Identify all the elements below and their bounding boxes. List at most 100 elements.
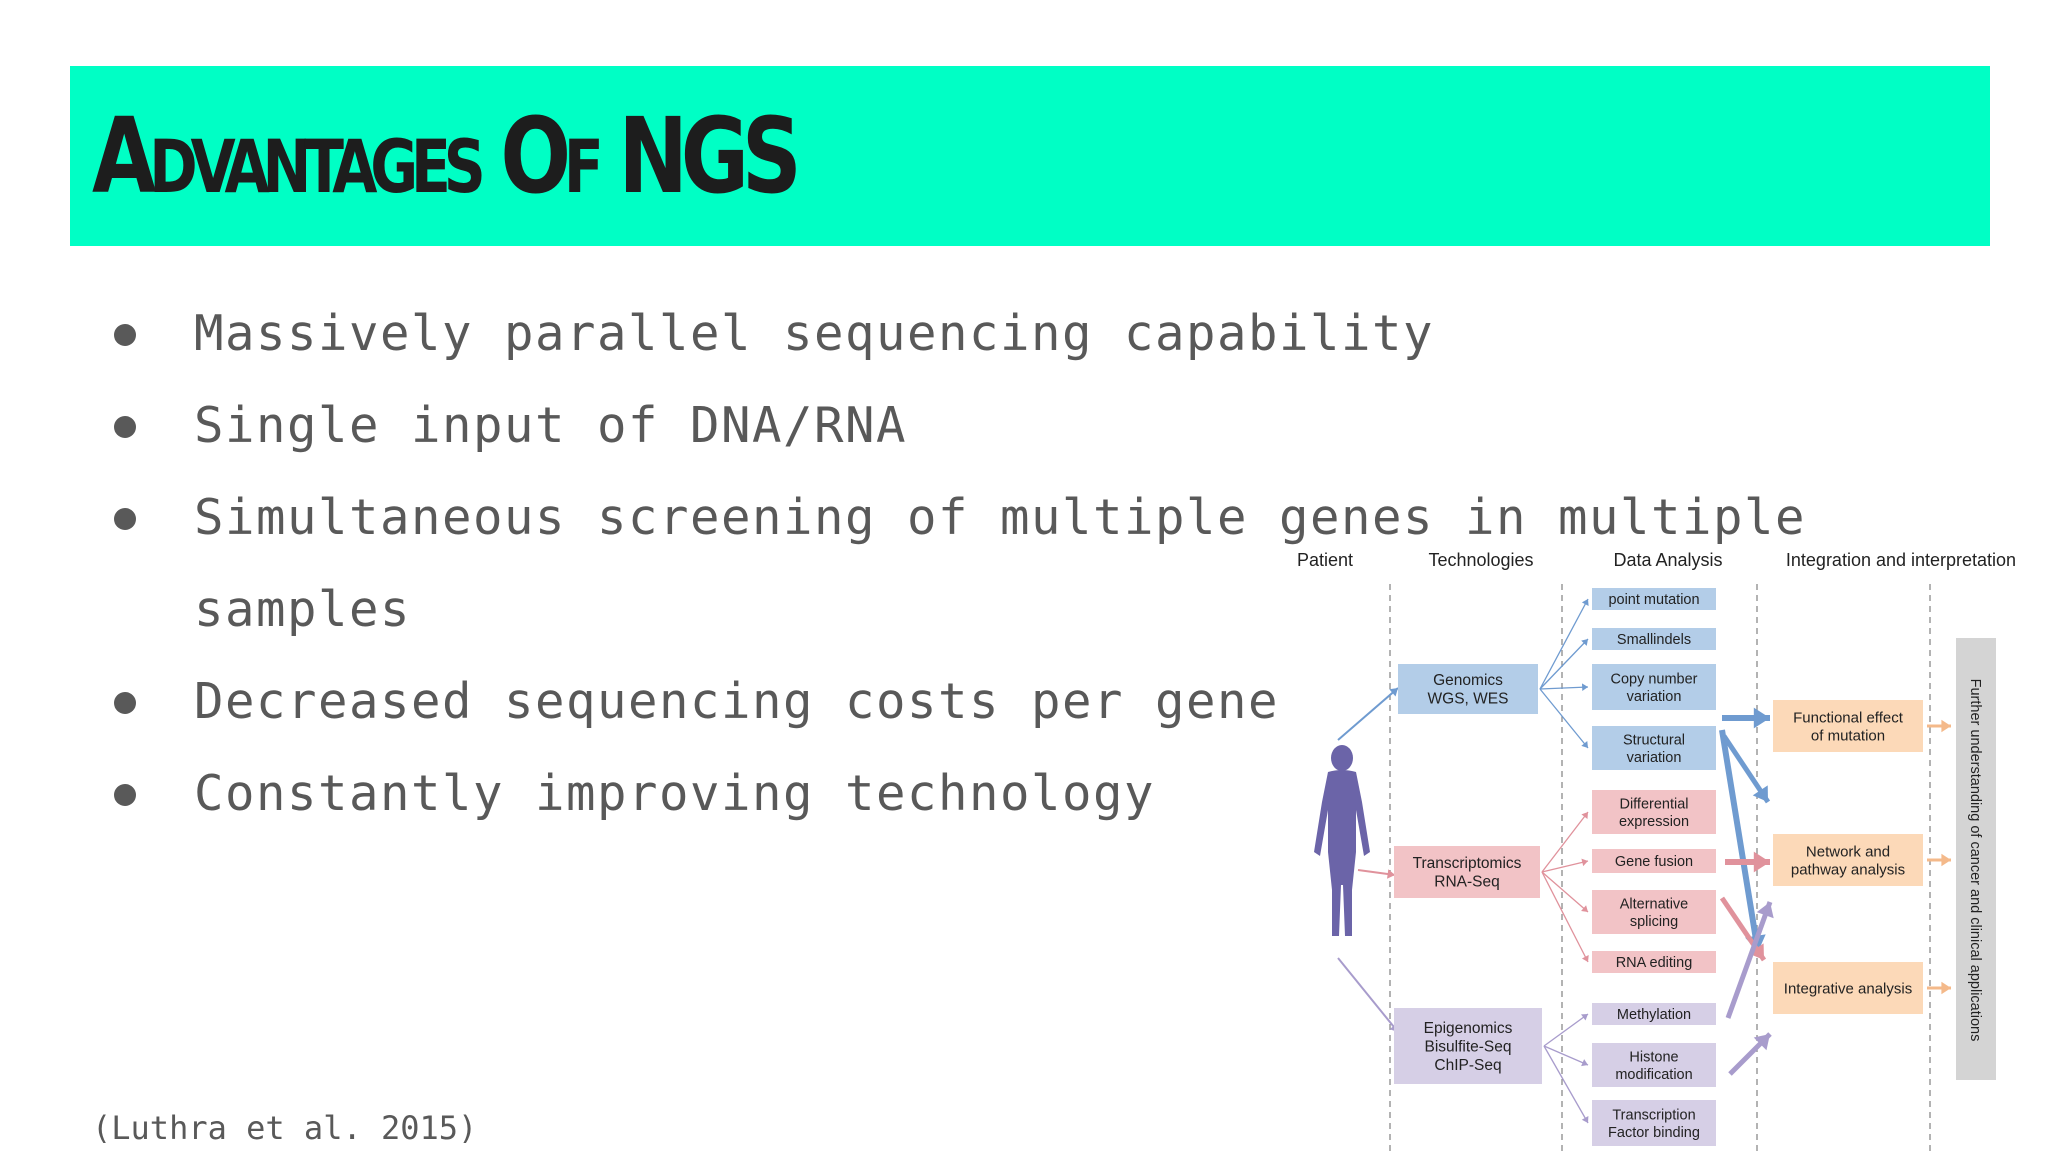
column-header: Patient — [1297, 550, 1353, 570]
analysis-box — [1592, 790, 1716, 834]
tech-to-analysis-arrow — [1541, 871, 1589, 913]
bullet-text: Constantly improving technology — [194, 765, 1156, 822]
tech-to-analysis-arrow-head — [1581, 858, 1588, 867]
tech-to-analysis-arrow — [1539, 638, 1589, 690]
integration-label-line: pathway analysis — [1791, 861, 1905, 878]
column-header: Technologies — [1428, 550, 1533, 570]
analysis-to-integration-arrow-head — [1753, 1034, 1770, 1051]
analysis-to-integration-arrow-head — [1752, 785, 1768, 802]
analysis-to-integration-arrow — [1725, 901, 1773, 1019]
analysis-label-line: Alternative — [1620, 896, 1689, 912]
slide-title: Advantages Of NGS — [92, 95, 802, 217]
analysis-to-integration-arrow — [1719, 729, 1761, 953]
analysis-box — [1592, 588, 1716, 610]
tech-to-analysis-arrow-head — [1581, 812, 1588, 819]
technology-box — [1398, 664, 1538, 714]
tech-to-analysis-arrow-head — [1581, 955, 1589, 962]
integration-label-line: Network and — [1806, 843, 1890, 860]
analysis-box — [1592, 1043, 1716, 1087]
bullet-item-continuation: samples — [110, 564, 1870, 656]
analysis-label-line: Factor binding — [1608, 1125, 1700, 1141]
analysis-box — [1592, 726, 1716, 770]
patient-to-genomics-arrow — [1337, 687, 1399, 741]
bullet-dot — [114, 692, 136, 714]
technology-label-line: ChIP-Seq — [1434, 1057, 1501, 1074]
analysis-to-integration-arrow-head — [1753, 707, 1770, 729]
tech-to-analysis-arrow — [1541, 860, 1589, 873]
bullet-dot — [114, 324, 136, 346]
analysis-label: RNA editing — [1616, 955, 1693, 971]
tech-to-analysis-arrow-head — [1581, 1059, 1588, 1067]
analysis-to-integration-arrow-head — [1753, 851, 1770, 873]
bullet-list: Massively parallel sequencing capability… — [110, 288, 1870, 840]
bullet-dot — [114, 416, 136, 438]
bullet-item: Massively parallel sequencing capability — [110, 288, 1870, 380]
integration-label-line: Integrative analysis — [1784, 980, 1912, 997]
analysis-box — [1592, 951, 1716, 973]
technology-label-line: WGS, WES — [1428, 691, 1509, 708]
outcome-bar — [1956, 638, 1996, 1080]
integration-label: Integrative analysis — [1784, 980, 1912, 997]
technology-label-line: Bisulfite-Seq — [1424, 1038, 1511, 1055]
citation: (Luthra et al. 2015) — [92, 1109, 478, 1147]
bullet-text: Simultaneous screening of multiple genes… — [194, 489, 1807, 546]
analysis-box — [1592, 890, 1716, 934]
tech-to-analysis-arrow-head — [1581, 905, 1588, 912]
analysis-box — [1592, 1100, 1716, 1146]
patient-head — [1331, 745, 1353, 771]
bullet-item: Decreased sequencing costs per gene — [110, 656, 1870, 748]
analysis-box — [1592, 628, 1716, 650]
bullet-item: Single input of DNA/RNA — [110, 380, 1870, 472]
tech-to-analysis-arrow — [1543, 1013, 1589, 1047]
tech-to-analysis-arrow-head — [1581, 1014, 1588, 1021]
tech-to-analysis-arrow — [1539, 688, 1589, 749]
bullet-item: Constantly improving technology — [110, 748, 1870, 840]
analysis-label-line: variation — [1627, 689, 1682, 705]
analysis-label: point mutation — [1608, 592, 1699, 608]
analysis-label: Gene fusion — [1615, 854, 1693, 870]
analysis-label-line: variation — [1627, 750, 1682, 766]
bullet-dot — [114, 784, 136, 806]
analysis-label-line: Smallindels — [1617, 632, 1691, 648]
analysis-label-line: Gene fusion — [1615, 854, 1693, 870]
technology-label-line: Epigenomics — [1424, 1020, 1513, 1037]
analysis-to-integration-arrow-head — [1756, 902, 1774, 919]
title-bar: Advantages Of NGS — [70, 66, 1990, 246]
outcome-label: Further understanding of cancer and clin… — [1967, 679, 1983, 1042]
patient-to-epigenomics-arrow — [1337, 957, 1399, 1033]
analysis-label-line: Structural — [1623, 732, 1685, 748]
integration-box — [1773, 700, 1923, 752]
tech-to-analysis-arrow-head — [1581, 639, 1588, 646]
tech-to-analysis-arrow-head — [1581, 683, 1588, 692]
analysis-label: Methylation — [1617, 1007, 1691, 1023]
analysis-label-line: Methylation — [1617, 1007, 1691, 1023]
patient-to-transcriptomics-arrow-head — [1387, 869, 1395, 879]
bullet-text: samples — [194, 581, 412, 638]
technology-label-line: RNA-Seq — [1434, 874, 1499, 891]
analysis-label: Smallindels — [1617, 632, 1691, 648]
analysis-box — [1592, 664, 1716, 710]
tech-to-analysis-arrow — [1543, 1045, 1589, 1066]
integration-to-outcome-arrow-head — [1941, 981, 1951, 995]
column-header: Integration and interpretation — [1786, 550, 2016, 570]
bullet-item: Simultaneous screening of multiple genes… — [110, 472, 1870, 564]
integration-to-outcome-arrow-head — [1941, 719, 1951, 733]
tech-to-analysis-arrow — [1541, 811, 1589, 873]
integration-box — [1773, 834, 1923, 886]
tech-to-analysis-arrow — [1543, 1045, 1589, 1124]
analysis-to-integration-arrow-head — [1748, 943, 1764, 960]
integration-label-line: of mutation — [1811, 727, 1885, 744]
analysis-label-line: Histone — [1629, 1049, 1678, 1065]
technology-box — [1394, 846, 1540, 898]
analysis-label-line: point mutation — [1608, 592, 1699, 608]
analysis-label-line: RNA editing — [1616, 955, 1693, 971]
analysis-label: Structural variation — [1623, 732, 1685, 765]
tech-to-analysis-arrow — [1541, 871, 1589, 963]
